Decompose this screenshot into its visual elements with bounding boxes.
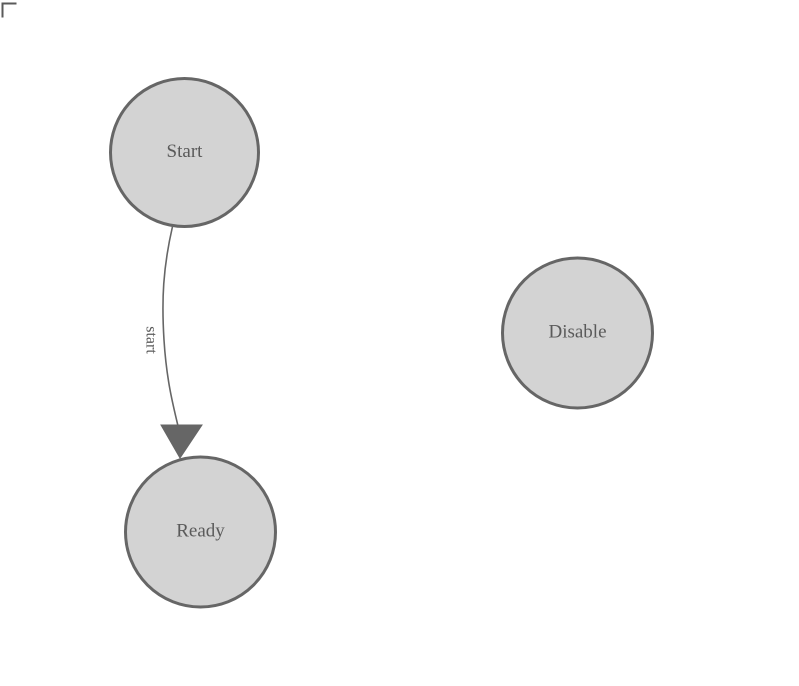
node-start-circle[interactable]: [109, 77, 260, 228]
node-ready[interactable]: Ready: [124, 455, 277, 609]
node-ready-circle[interactable]: [124, 455, 277, 609]
edge-start-to-ready-arrowhead-icon: [160, 424, 203, 459]
edge-start-to-ready[interactable]: start: [142, 225, 203, 459]
top-left-corner-mark-icon: [1, 2, 17, 18]
edge-start-to-ready-label: start: [142, 326, 159, 354]
node-disable[interactable]: Disable: [501, 256, 654, 410]
edge-start-to-ready-path: [162, 225, 180, 429]
node-start[interactable]: Start: [109, 77, 260, 228]
node-disable-circle[interactable]: [501, 256, 654, 410]
